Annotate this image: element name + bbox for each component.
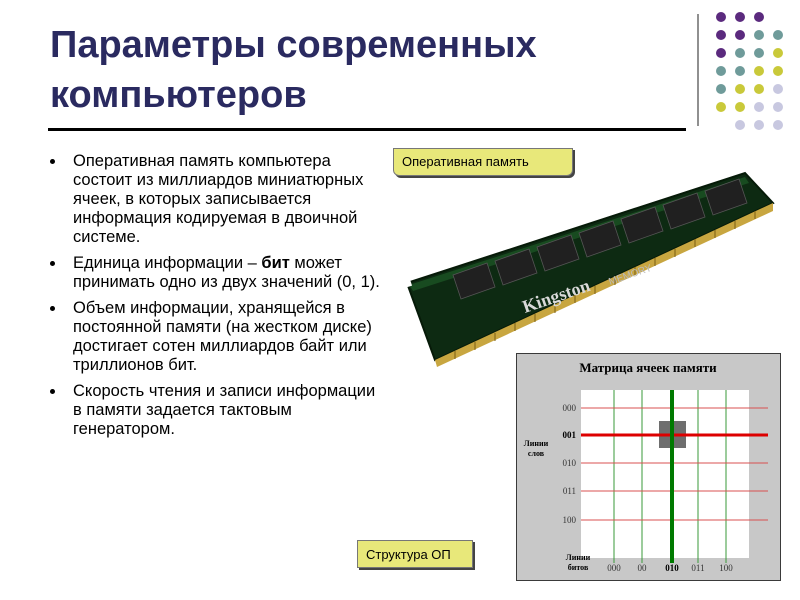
decor-dot [735, 84, 745, 94]
bullet-text: может принимать одно из двух значений (0… [73, 254, 380, 291]
matrix-word-lines [581, 407, 768, 521]
decor-dot [754, 102, 764, 112]
matrix-title: Матрица ячеек памяти [579, 360, 717, 375]
decor-dot-grid [712, 12, 792, 132]
bullet-item: Оперативная память компьютера состоит из… [48, 152, 383, 247]
matrix-row-label: 000 [563, 403, 577, 413]
decor-dot [754, 48, 764, 58]
matrix-row-label: 001 [563, 430, 577, 440]
decor-dot [773, 102, 783, 112]
bullet-list: Оперативная память компьютера состоит из… [48, 152, 383, 446]
decor-dot [735, 48, 745, 58]
bullet-item: Единица информации – бит может принимать… [48, 254, 383, 292]
bullet-text: Скорость чтения и записи информации в па… [73, 382, 376, 438]
decor-dot [716, 66, 726, 76]
matrix-col-axis-label: Линии [566, 553, 591, 562]
ram-contact-pins [454, 211, 756, 359]
decor-dot [773, 84, 783, 94]
decor-dot [735, 66, 745, 76]
bullet-text: Единица информации – [73, 254, 262, 272]
matrix-bit-lines [613, 390, 727, 563]
matrix-col-label: 010 [665, 563, 679, 573]
matrix-col-label: 000 [607, 563, 621, 573]
decor-dot [735, 102, 745, 112]
structure-callout-label: Структура ОП [357, 540, 473, 568]
decor-dot [735, 30, 745, 40]
decor-dot [773, 48, 783, 58]
ram-notch [401, 277, 413, 289]
ram-gold-contacts [435, 203, 773, 367]
matrix-grid-area [581, 390, 749, 558]
decor-dot [754, 120, 764, 130]
decor-dot [716, 48, 726, 58]
title-underline [48, 128, 686, 131]
ram-callout-label: Оперативная память [393, 148, 573, 176]
bullet-item: Объем информации, хранящейся в постоянно… [48, 299, 383, 375]
bullet-text: Объем информации, хранящейся в постоянно… [73, 299, 372, 374]
decor-dot [773, 30, 783, 40]
slide-title: Параметры современных компьютеров [50, 24, 537, 116]
bullet-text: Оперативная память компьютера состоит из… [73, 152, 364, 246]
matrix-col-label: 011 [691, 563, 704, 573]
decor-dot [735, 12, 745, 22]
decor-dot [735, 120, 745, 130]
matrix-row-label: 100 [563, 515, 577, 525]
matrix-col-label: 00 [638, 563, 648, 573]
decor-dot [754, 66, 764, 76]
decor-vertical-line [697, 14, 699, 126]
decor-dot [754, 12, 764, 22]
decor-dot [716, 12, 726, 22]
matrix-col-axis-label: битов [568, 563, 589, 572]
matrix-row-label: 010 [563, 458, 577, 468]
decor-dot [754, 84, 764, 94]
memory-matrix-diagram: Матрица ячеек памяти 000 001 010 011 100… [516, 353, 781, 581]
decor-dot [716, 102, 726, 112]
decor-dot [716, 84, 726, 94]
bullet-item: Скорость чтения и записи информации в па… [48, 382, 383, 439]
matrix-row-label: 011 [563, 486, 576, 496]
ram-chips [452, 178, 748, 300]
matrix-row-axis-label: слов [528, 449, 545, 458]
decor-dot [716, 30, 726, 40]
decor-dot [754, 30, 764, 40]
matrix-row-axis-label: Линии [524, 439, 549, 448]
bullet-bold-term: бит [261, 254, 290, 272]
ram-module-image: Kingston MEMORY [401, 171, 775, 367]
matrix-col-label: 100 [719, 563, 733, 573]
decor-dot [773, 66, 783, 76]
decor-dot [773, 120, 783, 130]
